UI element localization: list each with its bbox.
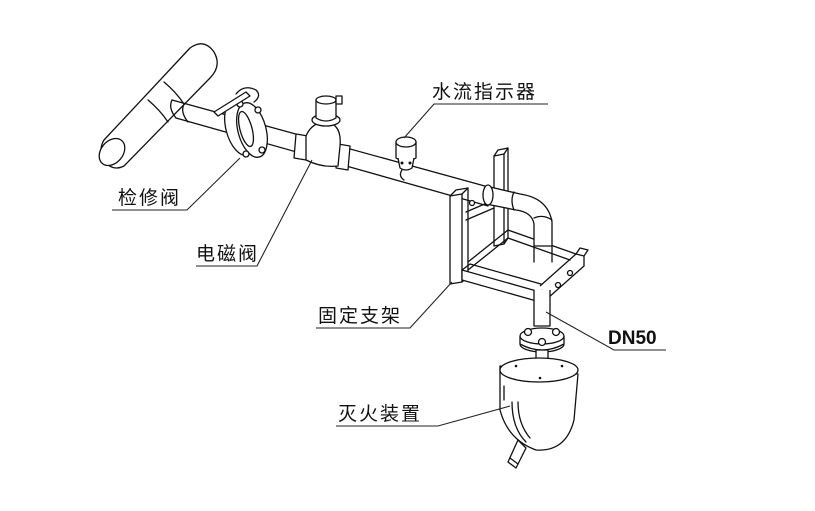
leader-fixed-bracket (316, 281, 453, 329)
label-water-flow-indicator: 水流指示器 (432, 81, 537, 103)
solenoid-valve (293, 95, 351, 171)
leader-water-flow-indicator (403, 103, 548, 139)
elbow-pipe (482, 184, 553, 327)
maintenance-valve (213, 87, 268, 158)
water-flow-indicator (395, 136, 417, 181)
main-supply-pipe (98, 43, 218, 169)
label-solenoid-valve: 电磁阀 (196, 243, 259, 265)
label-fixed-bracket: 固定支架 (318, 305, 402, 327)
lower-flange (519, 327, 565, 361)
fixed-bracket (449, 147, 589, 303)
extinguishing-device (499, 357, 579, 469)
leader-maintenance-valve (112, 157, 241, 211)
label-maintenance-valve: 检修阀 (118, 187, 181, 209)
label-pipe-size: DN50 (608, 328, 657, 349)
leader-pipe-size (545, 311, 666, 351)
leader-solenoid-valve (196, 159, 313, 267)
label-extinguishing-device: 灭火装置 (338, 403, 422, 425)
leader-extinguishing-device (336, 405, 511, 427)
